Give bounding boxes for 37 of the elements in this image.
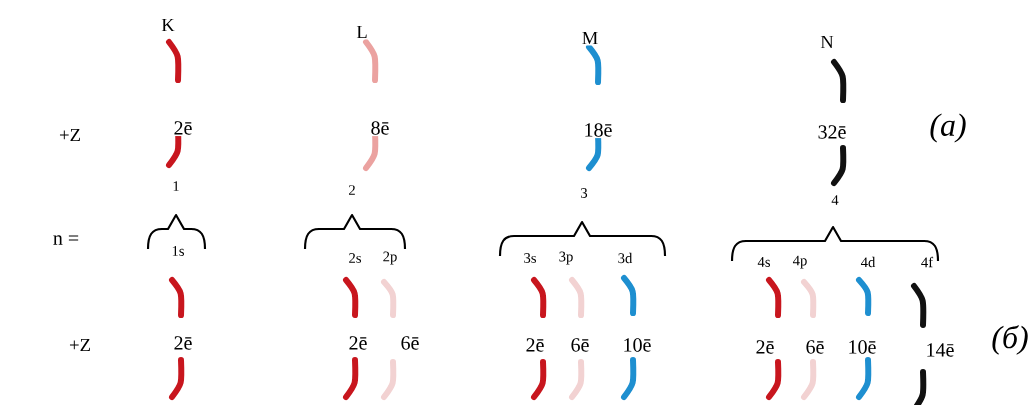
subshell-label: 3s bbox=[522, 251, 538, 265]
shell-letter: L bbox=[355, 24, 370, 40]
subshell-label: 1s bbox=[170, 244, 186, 258]
electron-count: 8ē bbox=[369, 119, 391, 137]
shell-letter: K bbox=[159, 17, 177, 33]
electron-count: 2ē bbox=[754, 338, 776, 356]
subshell-label: 3d bbox=[616, 251, 634, 265]
electron-count: 2ē bbox=[347, 334, 369, 352]
electron-count: 10ē bbox=[621, 336, 653, 354]
subshell-label: 4p bbox=[791, 254, 809, 270]
shell-letter: M bbox=[580, 30, 600, 46]
electron-count: 32ē bbox=[816, 123, 848, 141]
quantum-number: 4 bbox=[830, 193, 840, 207]
electron-count: 6ē bbox=[399, 334, 421, 352]
electron-count: 18ē bbox=[582, 121, 614, 139]
quantum-number: 2 bbox=[347, 183, 357, 197]
electron-count: 14ē bbox=[924, 342, 956, 359]
electron-count: 2ē bbox=[172, 334, 194, 352]
subshell-label: 3p bbox=[557, 250, 575, 266]
panel-letter: (б) bbox=[989, 323, 1030, 357]
shell-letter: N bbox=[818, 34, 836, 50]
panel-letter: (а) bbox=[928, 112, 968, 144]
electron-count: 6ē bbox=[569, 336, 591, 354]
charge-label: +Z bbox=[67, 337, 93, 353]
electron-count: 6ē bbox=[804, 338, 826, 356]
subshell-label: 2s bbox=[347, 251, 363, 265]
subshell-label: 4f bbox=[919, 255, 935, 269]
equation-label: n = bbox=[51, 233, 81, 247]
quantum-number: 1 bbox=[171, 179, 181, 193]
subshell-label: 4d bbox=[859, 255, 877, 269]
charge-label: +Z bbox=[57, 127, 83, 143]
subshell-label: 4s bbox=[756, 255, 772, 269]
electron-count: 10ē bbox=[846, 338, 878, 356]
quantum-number: 3 bbox=[579, 186, 589, 200]
electron-count: 2ē bbox=[172, 119, 194, 137]
subshell-label: 2p bbox=[381, 250, 399, 266]
electron-count: 2ē bbox=[524, 336, 546, 354]
